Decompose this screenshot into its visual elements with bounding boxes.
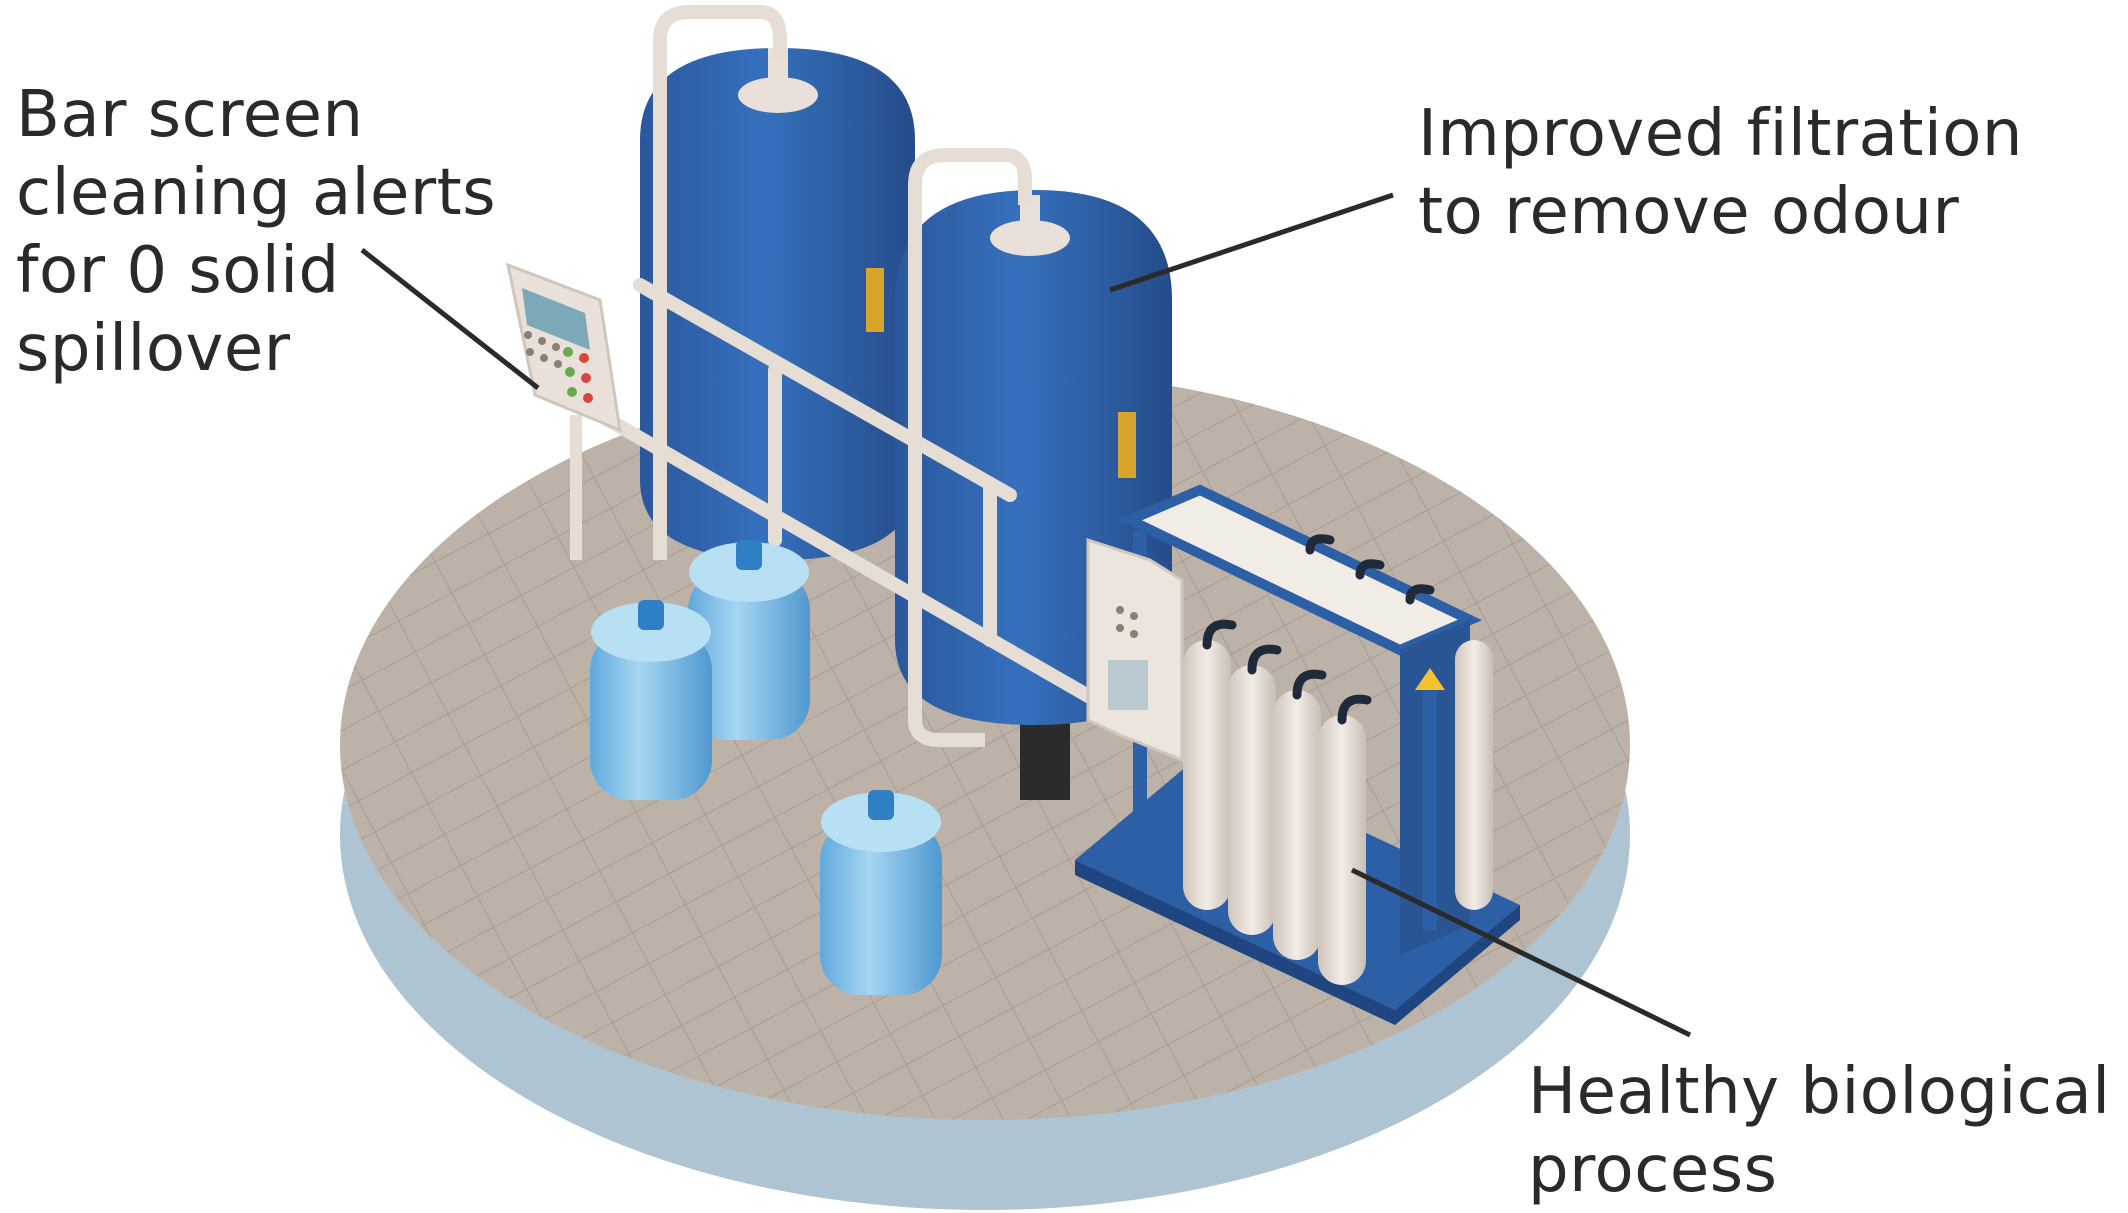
storage-tank-back	[640, 5, 915, 560]
callout-line: process	[1528, 1133, 1778, 1207]
callout-line: Improved filtration	[1418, 97, 2023, 171]
callout-line: to remove odour	[1418, 175, 1960, 249]
leader-lines	[360, 192, 1692, 1038]
callout-line: Bar screen	[16, 78, 364, 152]
leader-line-filtration	[1109, 192, 1394, 293]
leader-line-bar-screen	[360, 248, 540, 390]
callout-line: spillover	[16, 312, 291, 386]
callout-line: for 0 solid	[16, 234, 340, 308]
callout-line: cleaning alerts	[16, 156, 497, 230]
membrane-filter-unit	[1075, 484, 1520, 1025]
callout-bar-screen-cleaning-alerts: Bar screen cleaning alerts for 0 solid s…	[16, 76, 496, 388]
callout-line: Healthy biological	[1528, 1055, 2111, 1129]
membrane-control-box	[1086, 537, 1184, 763]
callout-healthy-biological-process: Healthy biological process	[1528, 1053, 2110, 1209]
pipe-network	[593, 278, 1137, 727]
callout-improved-filtration: Improved filtration to remove odour	[1418, 95, 2023, 251]
water-bottles	[590, 540, 942, 995]
leader-line-biological	[1350, 867, 1692, 1038]
